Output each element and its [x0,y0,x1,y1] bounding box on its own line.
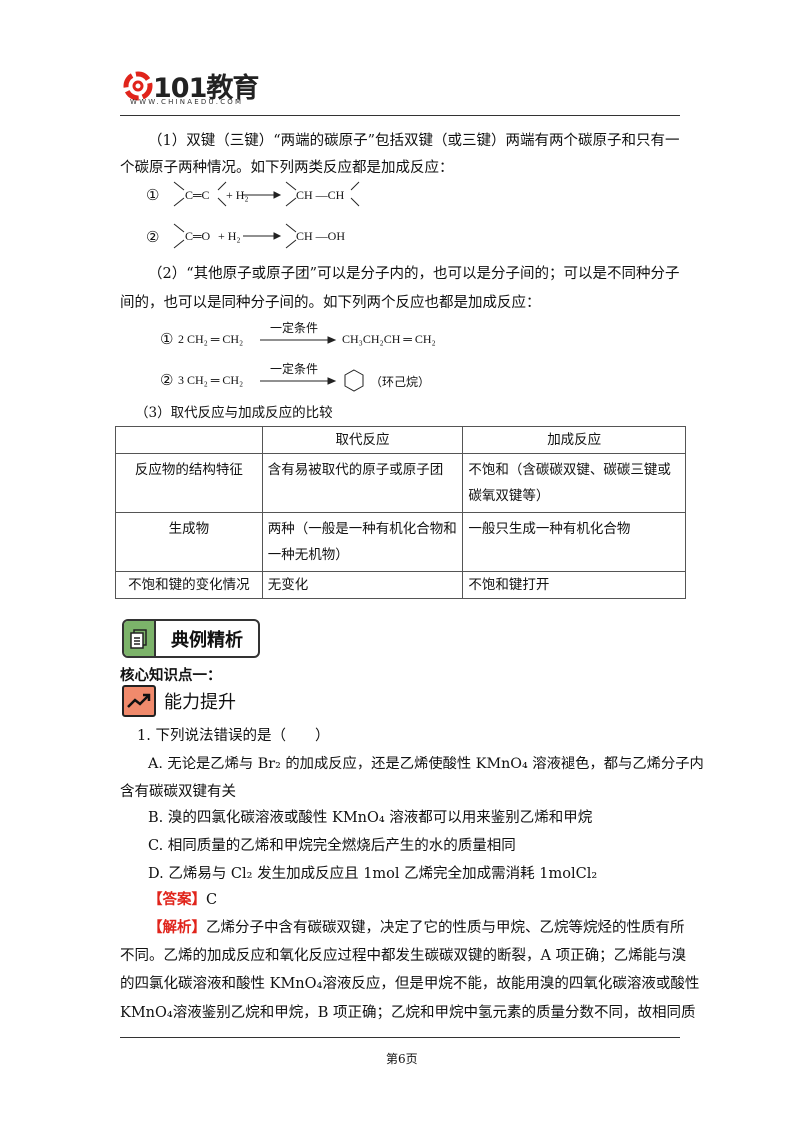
arrows [260,336,364,392]
answer-label: 【答案】 [148,891,206,908]
reaction-2-number: ② [146,230,160,246]
reaction-1-reactant: C═C [185,188,210,202]
answer-value: C [206,892,218,908]
reaction-2-product: CH —OH [296,229,346,243]
table-header-cell [115,426,263,454]
reaction-3-condition: 一定条件 [270,321,319,335]
reaction-3-number: ① [160,332,174,348]
para-2-line1: （2）“其他原子或原子团”可以是分子内的，也可以是分子间的；可以是不同种分子 [148,266,680,282]
knowledge-point-title: 核心知识点一： [120,668,222,684]
analysis-line2: 不同。乙烯的加成反应和氧化反应过程中都发生碳碳双键的断裂，A 项正确；乙烯能与溴 [120,948,687,964]
answer: 【答案】C [148,888,710,909]
table-header-cell: 加成反应 [462,426,686,454]
bond-lines [173,181,360,249]
section-header-examples: 典例精析 [122,619,260,658]
table-cell: 无变化 [261,571,464,599]
table-header-row: 取代反应 加成反应 [115,426,686,454]
footer-rule [120,1037,680,1038]
logo-url: WWW.CHINAEDU.COM [130,98,244,106]
section-3-title: （3）取代反应与加成反应的比较 [135,405,333,421]
logo-icon [123,71,153,100]
reaction-diagrams-2: ① 2 CH₂ ═ CH₂ 一定条件 CH₃CH₂CH ═ CH₂ ② 3 CH… [160,321,460,395]
table-cell: 两种（一般是一种有机化合物和一种无机物） [261,512,464,572]
reaction-1-plus: + H₂ [226,188,249,202]
reaction-3-reactant: 2 CH₂ ═ CH₂ [178,332,244,346]
option-c: C. 相同质量的乙烯和甲烷完全燃烧后产生的水的质量相同 [148,838,516,854]
option-d: D. 乙烯易与 Cl₂ 发生加成反应且 1mol 乙烯完全加成需消耗 1molC… [148,866,598,882]
reaction-1-number: ① [146,188,160,204]
table-cell: 生成物 [115,512,263,572]
page-number: 第6页 [386,1052,418,1066]
reaction-3-product: CH₃CH₂CH ═ CH₂ [342,332,436,346]
reaction-4-reactant: 3 CH₂ ═ CH₂ [178,373,244,387]
reaction-diagrams-1: ① C═C + H₂ CH —CH ② C═O + H₂ CH —OH [146,180,386,270]
analysis-line4: KMnO₄溶液鉴别乙烷和甲烷，B 项正确；乙烷和甲烷中氢元素的质量分数不同，故相… [120,1005,696,1021]
table-cell: 不饱和（含碳碳双键、碳碳三键或碳氧双键等） [462,453,686,513]
analysis-line3: 的四氯化碳溶液和酸性 KMnO₄溶液反应，但是甲烷不能，故能用溴的四氧化碳溶液或… [120,976,700,992]
option-a-line2: 含有碳碳双键有关 [120,784,236,800]
reaction-2-plus: + H₂ [218,229,241,243]
table-cell: 反应物的结构特征 [115,453,263,513]
table-cell: 一般只生成一种有机化合物 [462,512,686,572]
header-rule [120,115,680,116]
reaction-4-product: （环己烷） [370,375,431,389]
reaction-4-number: ② [160,373,174,389]
table-cell: 不饱和键打开 [462,571,686,599]
table-row: 反应物的结构特征 含有易被取代的原子或原子团 不饱和（含碳碳双键、碳碳三键或碳氧… [115,453,686,513]
comparison-table: 取代反应 加成反应 反应物的结构特征 含有易被取代的原子或原子团 不饱和（含碳碳… [115,426,686,599]
para-1-line1: （1）双键（三键）“两端的碳原子”包括双键（或三键）两端有两个碳原子和只有一 [148,133,680,149]
reaction-2-reactant: C═O [185,229,211,243]
logo-text: 101教育 [153,73,259,104]
document-icon [124,621,156,656]
analysis-text: 乙烯分子中含有碳碳双键，决定了它的性质与甲烷、乙烷等烷烃的性质有所 [206,920,685,936]
table-header-cell: 取代反应 [261,426,464,454]
table-cell: 含有易被取代的原子或原子团 [261,453,464,513]
trending-up-icon [122,685,156,717]
section-label: 典例精析 [171,629,243,651]
table-cell: 不饱和键的变化情况 [115,571,263,599]
option-a-line1: A. 无论是乙烯与 Br₂ 的加成反应，还是乙烯使酸性 KMnO₄ 溶液褪色，都… [148,756,704,772]
analysis-line1: 【解析】乙烯分子中含有碳碳双键，决定了它的性质与甲烷、乙烷等烷烃的性质有所 [148,916,688,937]
analysis-label: 【解析】 [148,919,206,936]
logo: 101教育 [123,66,259,105]
para-1-line2: 个碳原子两种情况。如下列两类反应都是加成反应： [120,160,454,176]
option-b: B. 溴的四氯化碳溶液或酸性 KMnO₄ 溶液都可以用来鉴别乙烯和甲烷 [148,810,593,826]
question-stem: 1. 下列说法错误的是（ ） [137,728,330,744]
para-2-line2: 间的，也可以是同种分子间的。如下列两个反应也都是加成反应： [120,295,541,311]
table-row: 生成物 两种（一般是一种有机化合物和一种无机物） 一般只生成一种有机化合物 [115,512,686,572]
reaction-4-condition: 一定条件 [270,362,319,376]
table-row: 不饱和键的变化情况 无变化 不饱和键打开 [115,571,686,599]
reaction-1-product: CH —CH [296,188,345,202]
ability-label: 能力提升 [164,692,236,713]
